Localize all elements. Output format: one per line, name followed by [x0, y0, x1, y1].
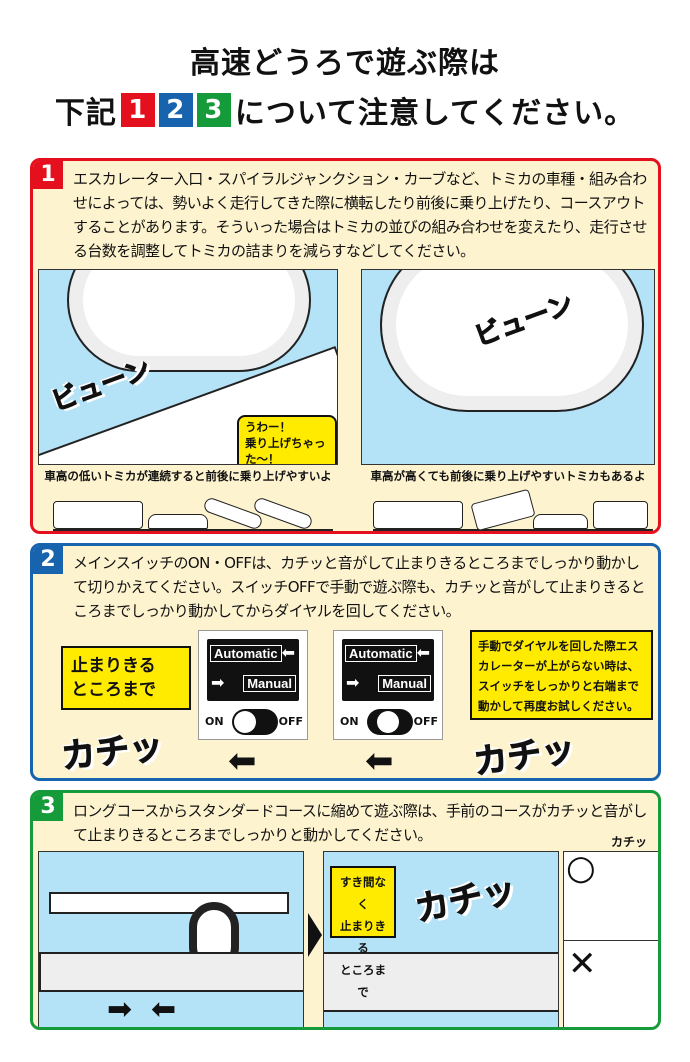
- callout-line-2: 止まりきる: [340, 919, 386, 955]
- spiral-illustration-right: ビューン: [361, 269, 655, 465]
- callout-line-2: ところまで: [71, 680, 156, 700]
- car-row-right: [373, 488, 653, 531]
- section-2-badge: 2: [33, 546, 63, 574]
- car-row-left: [53, 496, 333, 531]
- section-1-badge: 1: [33, 161, 63, 189]
- label-automatic: Automatic: [345, 645, 417, 662]
- main-switch-on[interactable]: [232, 709, 278, 735]
- number-badge-1: 1: [120, 93, 155, 127]
- slide-left-arrow-icon: ⬅: [365, 741, 394, 781]
- ng-mark-icon: ✕: [568, 944, 597, 984]
- caption-left: 車高の低いトミカが連続すると前後に乗り上げやすいよ: [44, 469, 332, 483]
- section-1-text: エスカレーター入口・スパイラルジャンクション・カーブなど、トミカの車種・組み合わ…: [73, 170, 648, 260]
- connection-closeup: すき間なく 止まりきる ところまで カチッ: [323, 851, 559, 1027]
- callout-line-1: 止まりきる: [71, 656, 156, 676]
- sfx-byun-left: ビューン: [47, 354, 155, 418]
- label-off: OFF: [413, 715, 438, 728]
- main-switch-off[interactable]: [367, 709, 413, 735]
- label-on: ON: [205, 715, 224, 728]
- ok-ng-comparison: ○ ✕: [563, 848, 658, 1027]
- section-1: 1 エスカレーター入口・スパイラルジャンクション・カーブなど、トミカの車種・組み…: [30, 158, 661, 534]
- caption-right: 車高が高くても前後に乗り上げやすいトミカもあるよ: [370, 469, 646, 483]
- callout-line-3: ところまで: [340, 963, 386, 999]
- label-automatic: Automatic: [210, 645, 282, 662]
- callout-line-1: すき間なく: [340, 875, 386, 911]
- bubble-line-2: 乗り上げちゃった〜！: [245, 436, 326, 465]
- label-on: ON: [340, 715, 359, 728]
- switch-panel-off: Automatic ⬅ ➡ Manual ON OFF: [333, 630, 443, 740]
- number-badge-3: 3: [196, 93, 231, 127]
- ok-mark-icon: ○: [566, 848, 596, 888]
- slide-left-arrow-icon: ⬅: [228, 741, 257, 781]
- section-3-text: ロングコースからスタンダードコースに縮めて遊ぶ際は、手前のコースがカチッと音がし…: [73, 802, 647, 844]
- callout-stop-fully: 止まりきる ところまで: [61, 646, 191, 710]
- arrow-right-icon: ➡: [346, 673, 360, 692]
- sfx-kachi-left: カチッ: [59, 726, 166, 778]
- arrow-left-icon: ⬅: [416, 643, 430, 662]
- next-step-arrow-icon: [308, 913, 322, 957]
- sfx-kachi: カチッ: [411, 869, 520, 931]
- label-off: OFF: [278, 715, 303, 728]
- number-badge-2: 2: [158, 93, 193, 127]
- arrow-left-icon: ⬅: [281, 643, 295, 662]
- section-2-text: メインスイッチのON・OFFは、カチッと音がして止まりきるところまでしっかり動か…: [73, 554, 646, 620]
- label-manual: Manual: [243, 675, 296, 692]
- speech-bubble: うわー！ 乗り上げちゃった〜！: [237, 415, 337, 465]
- arrow-right-icon: ➡: [211, 673, 225, 692]
- bubble-line-1: うわー！: [245, 420, 291, 434]
- section-3: 3 ロングコースからスタンダードコースに縮めて遊ぶ際は、手前のコースがカチッと音…: [30, 790, 661, 1030]
- spiral-illustration-left: ビューン うわー！ 乗り上げちゃった〜！: [38, 269, 338, 465]
- subtitle-suffix: について注意してください。: [234, 96, 636, 131]
- section-2: 2 メインスイッチのON・OFFは、カチッと音がして止まりきるところまでしっかり…: [30, 543, 661, 781]
- push-right-arrow-icon: ➡: [107, 992, 133, 1027]
- callout-no-gap: すき間なく 止まりきる ところまで: [330, 866, 396, 999]
- sfx-kachi-right: カチッ: [471, 729, 579, 781]
- manual-dial-note: 手動でダイヤルを回した際エスカレーターが上がらない時は、スイッチをしっかりと右端…: [470, 630, 653, 720]
- page-subtitle: 下記 1 2 3 について注意してください。: [0, 88, 690, 132]
- long-course-illustration: ➡ ⬅: [38, 851, 304, 1027]
- section-3-badge: 3: [33, 793, 63, 821]
- subtitle-prefix: 下記: [54, 96, 117, 131]
- label-manual: Manual: [378, 675, 431, 692]
- push-left-arrow-icon: ⬅: [151, 992, 177, 1027]
- page-title: 高速どうろで遊ぶ際は: [190, 46, 500, 81]
- switch-panel-on: Automatic ⬅ ➡ Manual ON OFF: [198, 630, 308, 740]
- sfx-kachi-small: カチッ: [611, 835, 648, 849]
